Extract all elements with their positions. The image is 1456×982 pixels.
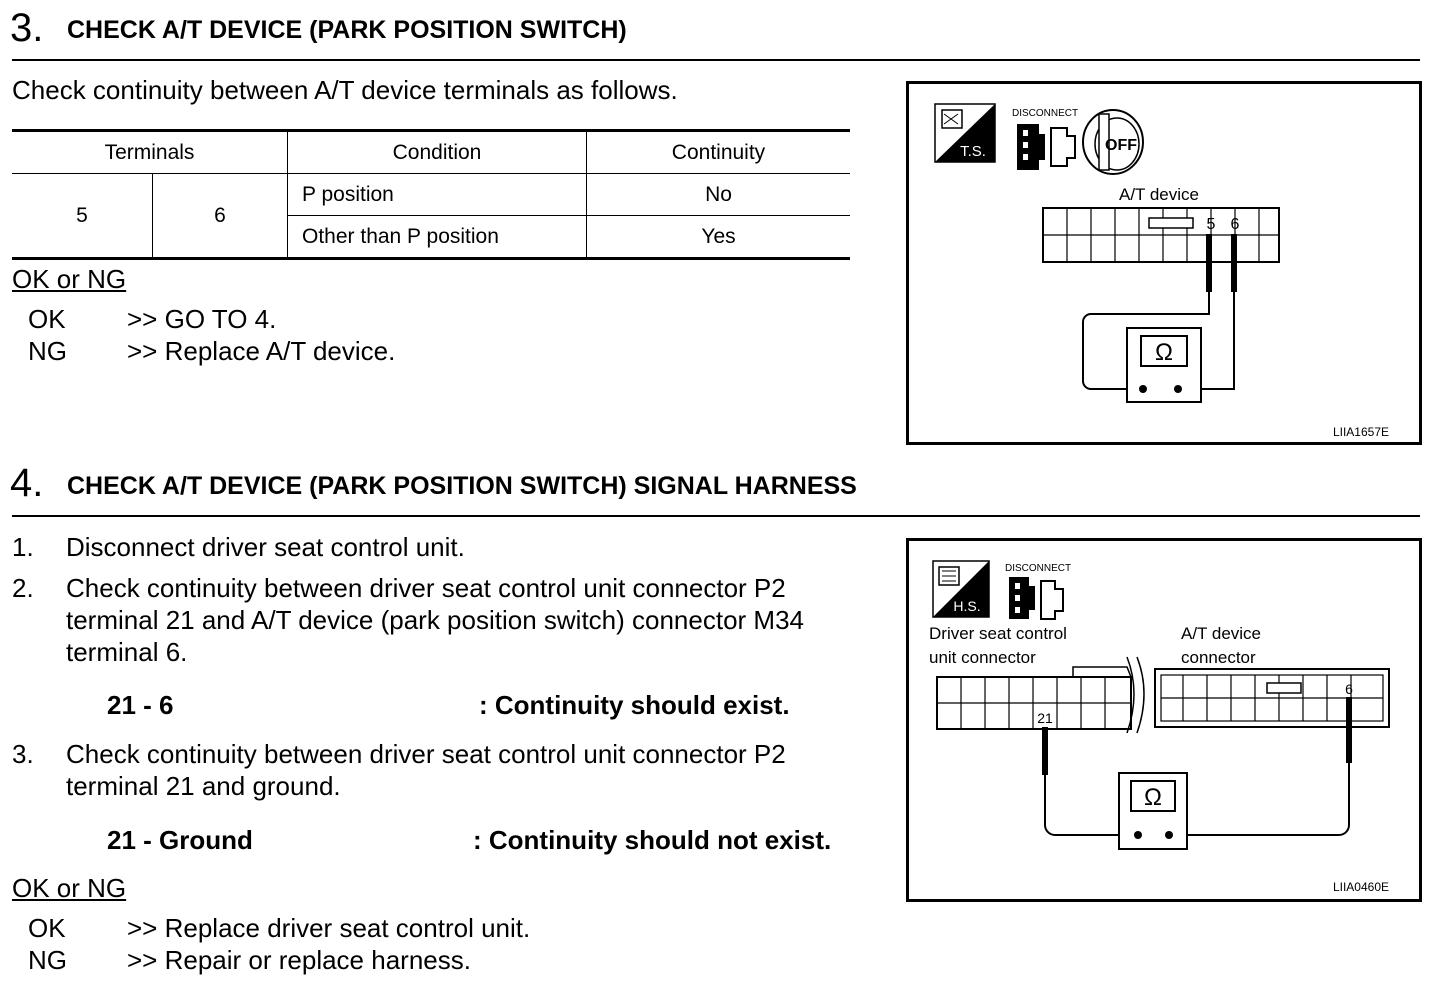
item-3-number: 3. — [12, 739, 34, 769]
result-code-ng: NG — [28, 336, 67, 366]
terminal-a-cell: 5 — [12, 173, 153, 259]
figure-code: LIIA0460E — [1333, 880, 1389, 894]
step-3-divider — [12, 59, 1420, 61]
at-device-connector — [1042, 207, 1280, 263]
probe-left-icon — [1042, 727, 1048, 775]
at-device-connector — [1154, 668, 1390, 728]
header-continuity: Continuity — [586, 130, 850, 174]
result-code-ok: OK — [28, 304, 66, 334]
item-2-line-3: terminal 6. — [66, 637, 188, 667]
table-row: Other than P position Yes — [12, 215, 850, 259]
result-code-ok: OK — [28, 913, 66, 943]
ts-label: T.S. — [960, 143, 986, 160]
device-label: A/T device — [1119, 185, 1199, 204]
disconnect-label: DISCONNECT — [1005, 563, 1071, 574]
result-code-ng: NG — [28, 945, 67, 975]
probe-wire-left — [1044, 775, 1137, 836]
disconnect-label: DISCONNECT — [1012, 108, 1078, 119]
header-terminals: Terminals — [12, 130, 288, 174]
hs-badge-icon — [932, 560, 990, 618]
step-3-result-heading: OK or NG — [12, 264, 127, 294]
right-connector-label-line-2: connector — [1181, 648, 1256, 667]
figure-1-drawing: T.S. DISCONNECT OFF A/T device 5 6 — [934, 103, 1389, 439]
table-row: 5 6 P position No — [12, 173, 850, 259]
item-1-number: 1. — [12, 532, 34, 562]
figure-code: LIIA1657E — [1333, 425, 1389, 439]
ohmmeter-icon — [1126, 327, 1202, 403]
ohm-symbol: Ω — [1155, 339, 1173, 366]
driver-seat-connector — [936, 656, 1145, 734]
step-3-number: 3. — [10, 6, 44, 50]
spec-1-result: : Continuity should exist. — [479, 690, 790, 720]
figure-2-drawing: H.S. DISCONNECT Driver seat control unit… — [929, 560, 1390, 894]
spec-2-result: : Continuity should not exist. — [473, 825, 832, 855]
ignition-off-icon — [1082, 109, 1144, 175]
step-4-title: CHECK A/T DEVICE (PARK POSITION SWITCH) … — [67, 472, 857, 500]
continuity-cell: Yes — [586, 215, 850, 259]
result-action-ok: >> Replace driver seat control unit. — [127, 913, 531, 943]
left-connector-label-line-1: Driver seat control — [929, 624, 1067, 643]
result-action-ok: >> GO TO 4. — [127, 304, 277, 334]
step-4-result-heading: OK or NG — [12, 873, 127, 903]
terminal-b-cell: 6 — [152, 173, 288, 259]
item-2-number: 2. — [12, 573, 34, 603]
key-off-label: OFF — [1105, 137, 1137, 154]
pin-21-label: 21 — [1037, 710, 1053, 726]
disconnect-connector-icon — [1009, 577, 1064, 620]
pin-6-label: 6 — [1345, 681, 1353, 697]
disconnect-connector-icon — [1017, 124, 1076, 170]
left-connector-label-line-2: unit connector — [929, 648, 1036, 667]
step-4-number: 4. — [10, 461, 44, 505]
right-connector-label-line-1: A/T device — [1181, 624, 1261, 643]
item-3-line-1: Check continuity between driver seat con… — [66, 739, 786, 769]
pin-5-label: 5 — [1207, 216, 1216, 233]
spec-1-terminals: 21 - 6 — [107, 690, 174, 720]
spec-2-terminals: 21 - Ground — [107, 825, 253, 855]
continuity-cell: No — [586, 173, 850, 216]
probe-wire-left — [1082, 292, 1210, 390]
condition-cell: P position — [287, 173, 587, 216]
at-device-continuity-figure: T.S. DISCONNECT OFF A/T device 5 6 — [906, 81, 1422, 445]
step-3-intro: Check continuity between A/T device term… — [12, 75, 678, 105]
probe-left-icon — [1206, 234, 1212, 292]
item-2-line-2: terminal 21 and A/T device (park positio… — [66, 605, 804, 635]
condition-cell: Other than P position — [287, 215, 587, 259]
probe-wire-right — [1173, 763, 1350, 836]
pin-6-label: 6 — [1231, 216, 1240, 233]
item-1-text: Disconnect driver seat control unit. — [66, 532, 465, 562]
probe-right-icon — [1231, 234, 1237, 292]
probe-right-icon — [1346, 697, 1352, 763]
result-action-ng: >> Repair or replace harness. — [127, 945, 471, 975]
step-4-divider — [12, 515, 1420, 517]
ohm-symbol: Ω — [1144, 784, 1162, 811]
item-3-line-2: terminal 21 and ground. — [66, 771, 341, 801]
ts-badge-icon — [934, 103, 996, 163]
result-action-ng: >> Replace A/T device. — [127, 336, 396, 366]
item-2-line-1: Check continuity between driver seat con… — [66, 573, 786, 603]
ohmmeter-icon — [1118, 772, 1188, 850]
signal-harness-figure: H.S. DISCONNECT Driver seat control unit… — [906, 538, 1422, 902]
table-header-row: Terminals Condition Continuity — [12, 130, 850, 174]
hs-label: H.S. — [953, 598, 980, 614]
continuity-table: Terminals Condition Continuity 5 6 P pos… — [12, 129, 850, 260]
header-condition: Condition — [287, 130, 587, 174]
step-3-title: CHECK A/T DEVICE (PARK POSITION SWITCH) — [67, 16, 627, 44]
